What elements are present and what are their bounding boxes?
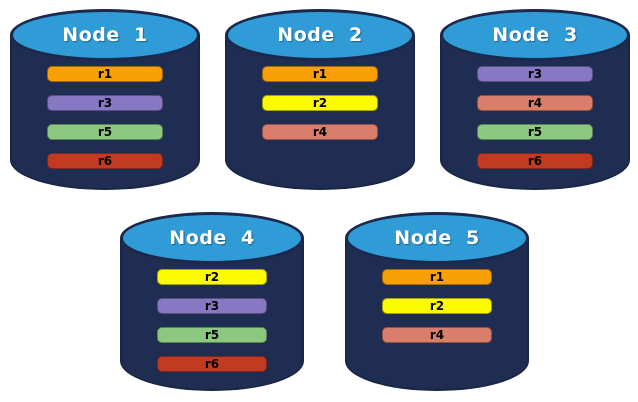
- cylinder-top: Node 3: [440, 9, 630, 61]
- node-3-cylinder: Node 3 r3 r4 r5 r6: [440, 9, 630, 190]
- replica-bar-r1: r1: [262, 66, 378, 82]
- replica-bar-r6: r6: [477, 153, 593, 169]
- replica-bar-r3: r3: [157, 298, 267, 314]
- cylinder-top: Node 2: [225, 9, 415, 61]
- replica-bar-r5: r5: [47, 124, 163, 140]
- node-1-cylinder: Node 1 r1 r3 r5 r6: [10, 9, 200, 190]
- replica-bar-r4: r4: [382, 327, 492, 343]
- replica-list: r1 r2 r4: [262, 66, 378, 140]
- replica-bar-r6: r6: [47, 153, 163, 169]
- replica-bar-r3: r3: [47, 95, 163, 111]
- replica-bar-r4: r4: [477, 95, 593, 111]
- node-label: Node 2: [277, 24, 363, 46]
- replica-list: r2 r3 r5 r6: [157, 269, 267, 372]
- node-5-cylinder: Node 5 r1 r2 r4: [345, 212, 529, 391]
- node-2-cylinder: Node 2 r1 r2 r4: [225, 9, 415, 190]
- cylinder-top: Node 1: [10, 9, 200, 61]
- replica-bar-r2: r2: [157, 269, 267, 285]
- replica-bar-r4: r4: [262, 124, 378, 140]
- replica-bar-r5: r5: [157, 327, 267, 343]
- replica-list: r1 r2 r4: [382, 269, 492, 343]
- replica-bar-r1: r1: [382, 269, 492, 285]
- replica-bar-r2: r2: [262, 95, 378, 111]
- replica-list: r1 r3 r5 r6: [47, 66, 163, 169]
- node-label: Node 3: [492, 24, 578, 46]
- node-label: Node 4: [169, 227, 255, 249]
- cylinder-top: Node 5: [345, 212, 529, 264]
- replica-bar-r2: r2: [382, 298, 492, 314]
- replica-bar-r3: r3: [477, 66, 593, 82]
- node-4-cylinder: Node 4 r2 r3 r5 r6: [120, 212, 304, 391]
- replica-bar-r1: r1: [47, 66, 163, 82]
- replica-bar-r5: r5: [477, 124, 593, 140]
- cylinder-top: Node 4: [120, 212, 304, 264]
- node-label: Node 5: [394, 227, 480, 249]
- replica-bar-r6: r6: [157, 356, 267, 372]
- replica-list: r3 r4 r5 r6: [477, 66, 593, 169]
- node-label: Node 1: [62, 24, 148, 46]
